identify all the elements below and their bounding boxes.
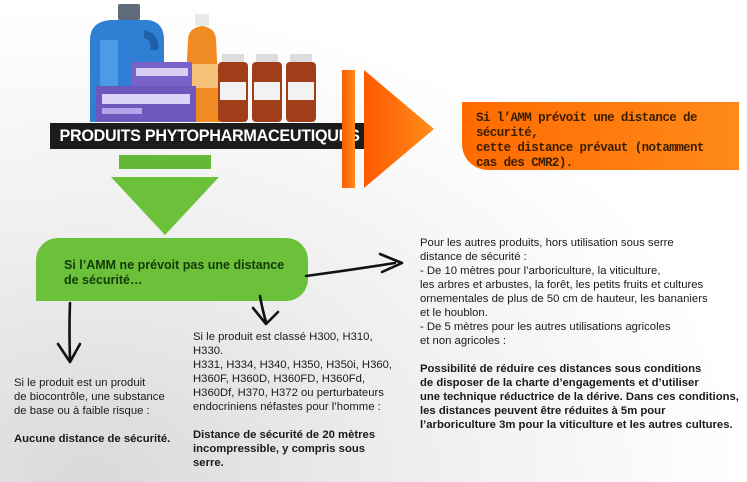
green-info-box: Si l’AMM ne prévoit pas une distance de … bbox=[36, 238, 308, 301]
hand-drawn-arrow-icon bbox=[56, 301, 82, 364]
orange-info-box: Si l’AMM prévoit une distance de sécurit… bbox=[462, 102, 739, 170]
right-text-block: Pour les autres produits, hors utilisati… bbox=[420, 236, 740, 432]
no-distance-text: Aucune distance de sécurité. bbox=[14, 433, 171, 445]
biocontrol-condition-text: Si le produit est un produit de biocontr… bbox=[14, 377, 165, 417]
purple-boxes-icon bbox=[96, 62, 196, 122]
brown-vials-icon bbox=[218, 54, 316, 122]
hazard-classification-text: Si le produit est classé H300, H310, H33… bbox=[193, 331, 393, 413]
green-down-arrow-icon bbox=[111, 155, 219, 235]
green-box-text: Si l’AMM ne prévoit pas une distance de … bbox=[64, 258, 285, 287]
twenty-meter-distance-text: Distance de sécurité de 20 mètres incomp… bbox=[193, 429, 376, 469]
hand-drawn-arrow-icon bbox=[304, 252, 404, 278]
middle-text-block: Si le produit est classé H300, H310, H33… bbox=[193, 330, 398, 470]
hand-drawn-arrow-icon bbox=[251, 294, 280, 326]
orange-box-text: Si l’AMM prévoit une distance de sécurit… bbox=[476, 111, 704, 170]
title-banner: PRODUITS PHYTOPHARMACEUTIQUES bbox=[50, 123, 370, 149]
reduction-conditions-text: Possibilité de réduire ces distances sou… bbox=[420, 363, 739, 431]
orange-right-arrow-icon bbox=[342, 70, 434, 188]
left-text-block: Si le produit est un produit de biocontr… bbox=[14, 376, 189, 446]
other-products-rules-text: Pour les autres produits, hors utilisati… bbox=[420, 237, 708, 347]
product-bottles-illustration bbox=[90, 4, 316, 122]
